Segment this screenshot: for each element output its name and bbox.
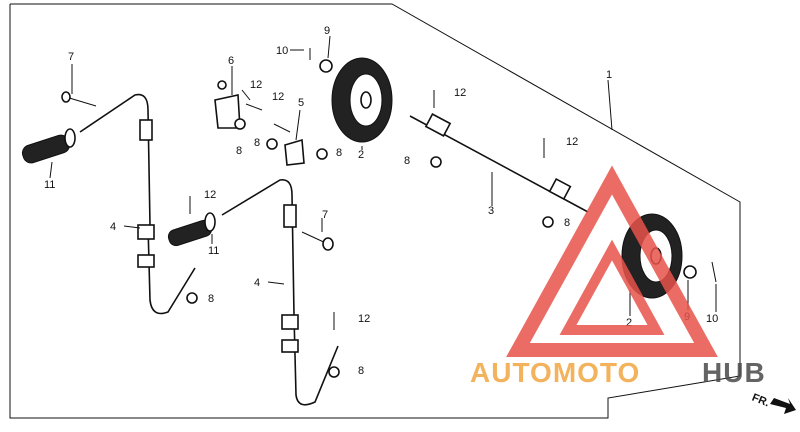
- logo-text-hub: HUB: [702, 357, 766, 388]
- label-8-b: 8: [254, 137, 260, 149]
- label-7-lower: 7: [322, 209, 328, 221]
- handle-bar-lower: [221, 178, 339, 406]
- pin-10-lower: [711, 261, 717, 283]
- label-8-g: 8: [564, 217, 570, 229]
- nut-8-a: [234, 118, 246, 130]
- bolt-7-upper: [61, 91, 97, 107]
- washer-9-upper: [319, 59, 333, 73]
- label-11-upper: 11: [44, 179, 55, 191]
- label-5: 5: [298, 97, 304, 109]
- logo-triangle-inner: [559, 239, 665, 335]
- label-12-c: 12: [204, 189, 216, 201]
- bracket-5: [284, 138, 305, 166]
- label-12-e: 12: [454, 87, 466, 99]
- label-12-b: 12: [272, 91, 284, 103]
- label-7-upper: 7: [68, 51, 74, 63]
- label-6: 6: [228, 55, 234, 67]
- label-10-lower: 10: [706, 313, 718, 325]
- assembly-outline: [9, 3, 741, 419]
- label-12-f: 12: [566, 136, 578, 148]
- nut-8-e: [328, 366, 340, 378]
- label-12-a: 12: [250, 79, 262, 91]
- washer-9-lower: [683, 265, 697, 279]
- label-11-lower: 11: [208, 245, 219, 257]
- nut-8-c: [316, 148, 328, 160]
- label-8-d: 8: [208, 293, 214, 305]
- label-8-e: 8: [358, 365, 364, 377]
- leader-lines: [49, 35, 717, 316]
- nut-8-b: [266, 138, 278, 150]
- label-4-lower: 4: [254, 277, 260, 289]
- label-4-upper: 4: [110, 221, 116, 233]
- nut-8-f: [430, 156, 442, 168]
- bolt-12-a: [245, 103, 263, 111]
- axle-3: [409, 113, 589, 213]
- label-8-f: 8: [404, 155, 410, 167]
- bolt-7-lower: [301, 231, 334, 251]
- bracket-6: [214, 80, 241, 129]
- front-direction-indicator: FR.: [750, 392, 796, 414]
- label-8-c: 8: [336, 147, 342, 159]
- wheel-upper: [331, 57, 393, 143]
- nut-8-g: [542, 216, 554, 228]
- label-2-upper: 2: [358, 149, 364, 161]
- label-2-lower: 2: [626, 317, 632, 329]
- label-12-d: 12: [358, 313, 370, 325]
- front-direction-label: FR.: [750, 392, 771, 410]
- logo-text-automoto: AUTOMOTO: [470, 357, 640, 388]
- label-9-upper: 9: [324, 25, 330, 37]
- front-arrow-icon: [770, 398, 796, 414]
- label-3: 3: [488, 205, 494, 217]
- grip-upper-left: [21, 128, 76, 164]
- watermark-logo: AUTOMOTO HUB: [470, 165, 766, 388]
- nut-8-d: [186, 292, 198, 304]
- label-1: 1: [606, 69, 612, 81]
- handle-bar-upper: [79, 93, 196, 315]
- logo-triangle-outer: [506, 165, 718, 357]
- bolt-12-b: [273, 123, 291, 133]
- label-8-a: 8: [236, 145, 242, 157]
- grip-lower-left: [167, 212, 216, 247]
- label-10-upper: 10: [276, 45, 288, 57]
